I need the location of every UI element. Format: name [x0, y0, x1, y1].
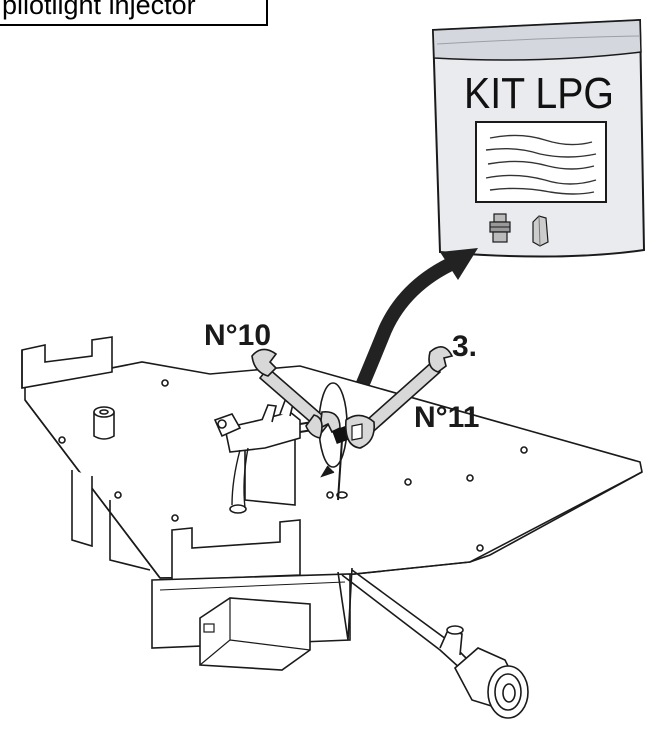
wrench-n10 — [251, 348, 341, 439]
label-wrench-n10: N°10 — [204, 319, 271, 352]
instruction-sheet — [475, 121, 607, 203]
wrench-n11 — [344, 346, 454, 449]
rear-bracket — [21, 336, 113, 389]
plate-outline — [24, 361, 643, 579]
pilot-assembly — [213, 397, 326, 509]
title-box: pilotlight injector — [0, 0, 268, 26]
base-plate — [21, 336, 643, 671]
title-text: pilotlight injector — [2, 0, 196, 20]
label-wrench-n11: N°11 — [414, 401, 479, 434]
bag-label: KIT LPG — [464, 69, 614, 118]
gas-pipe — [337, 567, 529, 719]
nut-part-icon — [532, 215, 549, 247]
injector-part-icon — [489, 213, 511, 243]
label-step-number: 3. — [452, 330, 477, 363]
arrow-head-up — [440, 248, 478, 280]
arrow-shaft — [349, 255, 458, 403]
kit-lpg-bag: KIT LPG — [431, 18, 646, 258]
transformer-block — [199, 597, 311, 671]
bag-seal — [432, 19, 642, 61]
